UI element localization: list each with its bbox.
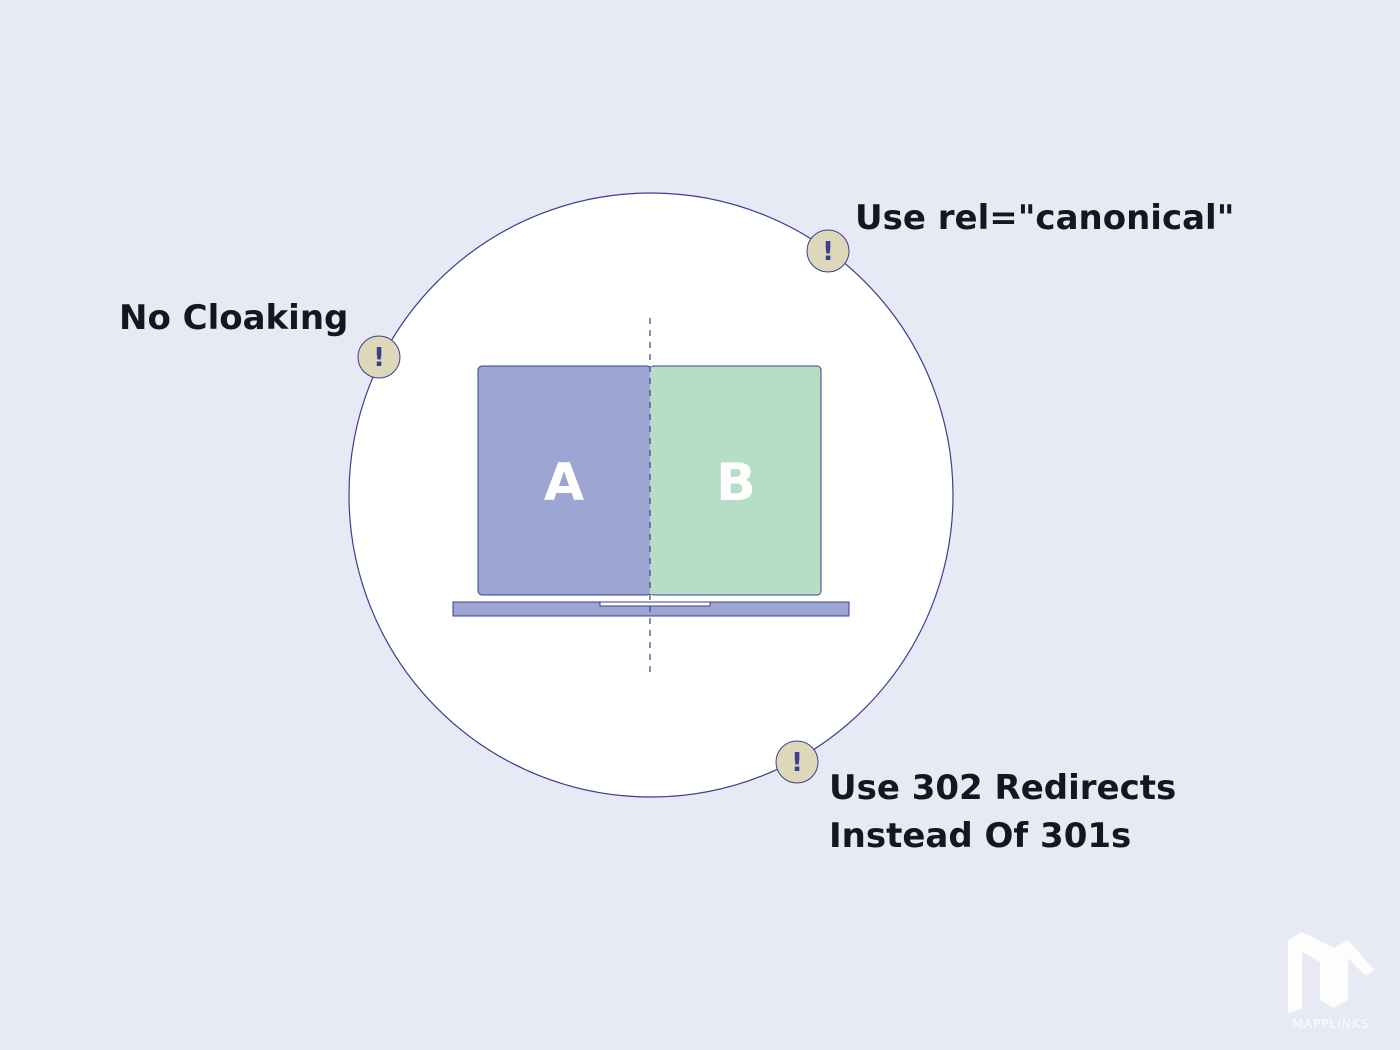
canonical-label: Use rel="canonical" (855, 194, 1234, 242)
screen-seam-right (650, 367, 660, 594)
brand-name: MAPPLINKS (1293, 1017, 1370, 1031)
redirects-text-line1: Use 302 Redirects (829, 768, 1177, 808)
warning-badge-no-cloaking: ! (357, 335, 401, 379)
exclamation-glyph: ! (373, 343, 385, 373)
logo-mark-middle (1302, 932, 1334, 1008)
exclamation-glyph: ! (822, 237, 834, 267)
logo-mark-right (1334, 940, 1374, 1008)
warning-badge-canonical: ! (806, 229, 850, 273)
warning-badge-redirects: ! (775, 740, 819, 784)
no-cloaking-text: No Cloaking (119, 298, 349, 338)
exclamation-icon (357, 335, 401, 379)
canonical-text: Use rel="canonical" (855, 198, 1235, 238)
redirects-text-line2: Instead Of 301s (829, 816, 1132, 856)
variant-b-label: B (716, 453, 756, 513)
variant-a-label: A (544, 453, 584, 513)
no-cloaking-label: No Cloaking (119, 294, 348, 342)
laptop-base-notch (599, 601, 711, 607)
exclamation-icon (806, 229, 850, 273)
logo-mark-left (1288, 932, 1302, 1014)
exclamation-icon (775, 740, 819, 784)
mapplinks-logo: MAPPLINKS (1288, 932, 1374, 1031)
redirects-label: Use 302 Redirects Instead Of 301s (829, 764, 1176, 860)
exclamation-glyph: ! (791, 748, 803, 778)
